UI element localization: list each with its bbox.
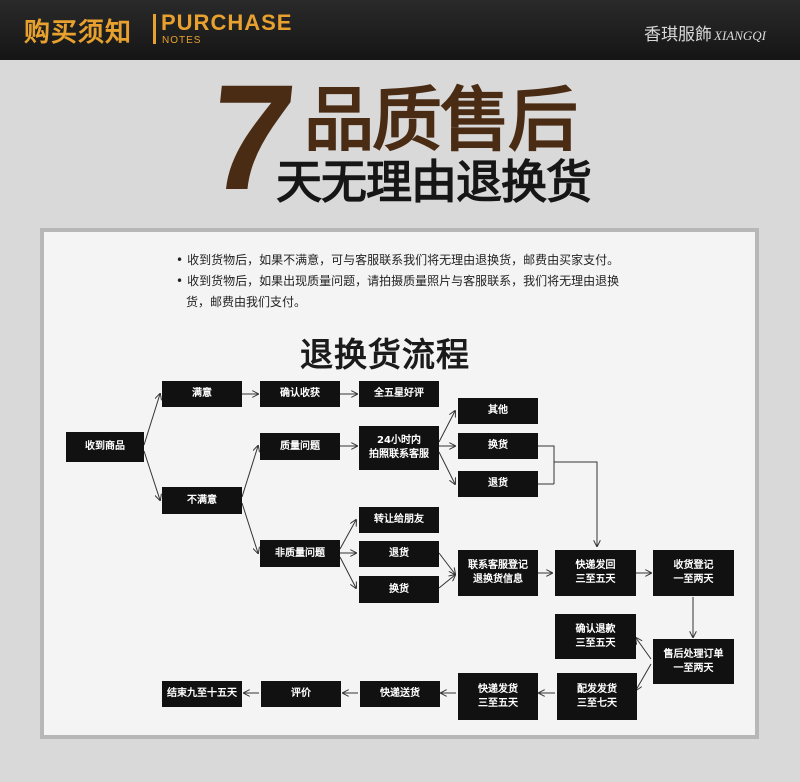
content-panel — [40, 228, 759, 739]
node-satisfied: 满意 — [162, 381, 242, 407]
node-contact-24h: 24小时内 拍照联系客服 — [359, 426, 439, 470]
node-receive: 收到商品 — [66, 432, 144, 462]
note-line-2: •收到货物后，如果出现质量问题，请拍摄质量照片与客服联系，我们将无理由退换 — [176, 271, 686, 291]
node-end: 结束九至十五天 — [162, 681, 242, 707]
bullet-1: • — [176, 253, 184, 267]
heading-main: 品质售后 — [304, 79, 578, 161]
header-separator — [153, 14, 156, 44]
note-line-1: •收到货物后，如果不满意，可与客服联系我们将无理由退换货，邮费由买家支付。 — [176, 250, 619, 270]
brand-name-cn: 香琪服飾 — [644, 25, 712, 45]
node-exchange-quality: 换货 — [458, 433, 538, 459]
node-confirm-refund: 确认退款 三至五天 — [555, 614, 636, 659]
node-non-quality: 非质量问题 — [260, 540, 340, 567]
header-title-cn: 购买须知 — [24, 18, 133, 48]
node-review: 评价 — [261, 681, 341, 707]
node-unsatisfied: 不满意 — [162, 487, 242, 514]
node-exchange-non-quality: 换货 — [359, 576, 439, 603]
node-confirm-receipt: 确认收获 — [260, 381, 340, 407]
node-return-quality: 退货 — [458, 471, 538, 497]
node-dispatch: 配发发货 三至七天 — [557, 673, 637, 720]
note-text-2: 收到货物后，如果出现质量问题，请拍摄质量照片与客服联系，我们将无理由退换 — [187, 274, 620, 288]
node-quality-issue: 质量问题 — [260, 433, 340, 460]
node-return-non-quality: 退货 — [359, 541, 439, 567]
node-express-deliver: 快递送货 — [360, 681, 440, 707]
note-line-3: 货，邮费由我们支付。 — [186, 295, 307, 309]
node-register-info: 联系客服登记 退换货信息 — [458, 550, 538, 596]
bullet-2: • — [176, 274, 184, 288]
node-process-order: 售后处理订单 一至两天 — [653, 639, 734, 684]
node-transfer: 转让给朋友 — [359, 507, 439, 533]
header-title-en-sub: NOTES — [162, 35, 202, 46]
node-ship-back: 快递发回 三至五天 — [555, 550, 636, 596]
node-other: 其他 — [458, 398, 538, 424]
node-five-star: 全五星好评 — [359, 381, 439, 407]
node-receive-register: 收货登记 一至两天 — [653, 550, 734, 596]
brand-name-en: XIANGQI — [714, 28, 766, 43]
note-text-1: 收到货物后，如果不满意，可与客服联系我们将无理由退换货，邮费由买家支付。 — [187, 253, 620, 267]
heading-sub: 天无理由退换货 — [276, 155, 592, 209]
flow-title: 退换货流程 — [300, 335, 470, 374]
header-title-en: PURCHASE — [161, 10, 293, 35]
node-express-ship: 快递发货 三至五天 — [458, 673, 538, 720]
